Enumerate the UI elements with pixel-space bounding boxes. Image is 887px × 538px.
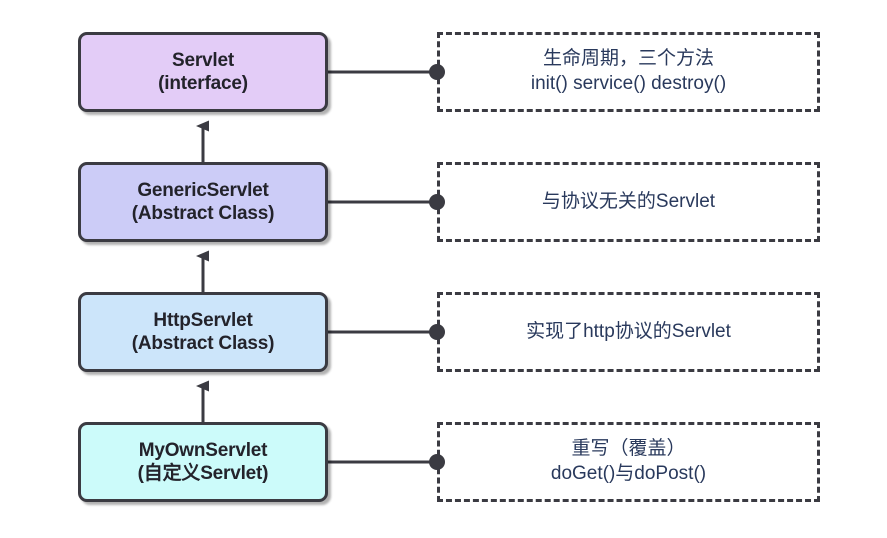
class-box-myownservlet[interactable]: MyOwnServlet (自定义Servlet) [78,422,328,502]
class-box-servlet[interactable]: Servlet (interface) [78,32,328,112]
class-name-genericservlet: GenericServlet [137,179,269,201]
note-text-servlet-line2: init() service() destroy() [530,73,727,94]
class-stereotype-httpservlet: (Abstract Class) [131,333,275,354]
class-stereotype-servlet: (interface) [158,73,248,94]
class-box-genericservlet[interactable]: GenericServlet (Abstract Class) [78,162,328,242]
note-box-myownservlet[interactable]: 重写（覆盖） doGet()与doPost() [437,422,820,502]
class-name-servlet: Servlet [172,49,234,71]
class-box-httpservlet[interactable]: HttpServlet (Abstract Class) [78,292,328,372]
note-text-myownservlet-line2: doGet()与doPost() [550,463,707,484]
class-name-httpservlet: HttpServlet [153,309,253,331]
class-stereotype-genericservlet: (Abstract Class) [131,203,275,224]
class-stereotype-myownservlet: (自定义Servlet) [137,463,269,484]
note-text-genericservlet-line1: 与协议无关的Servlet [541,190,716,212]
note-box-httpservlet[interactable]: 实现了http协议的Servlet [437,292,820,372]
note-box-servlet[interactable]: 生命周期，三个方法 init() service() destroy() [437,32,820,112]
note-text-httpservlet-line1: 实现了http协议的Servlet [526,320,731,342]
note-text-myownservlet-line1: 重写（覆盖） [571,438,686,460]
note-text-servlet-line1: 生命周期，三个方法 [542,48,714,70]
class-name-myownservlet: MyOwnServlet [138,439,268,461]
note-box-genericservlet[interactable]: 与协议无关的Servlet [437,162,820,242]
